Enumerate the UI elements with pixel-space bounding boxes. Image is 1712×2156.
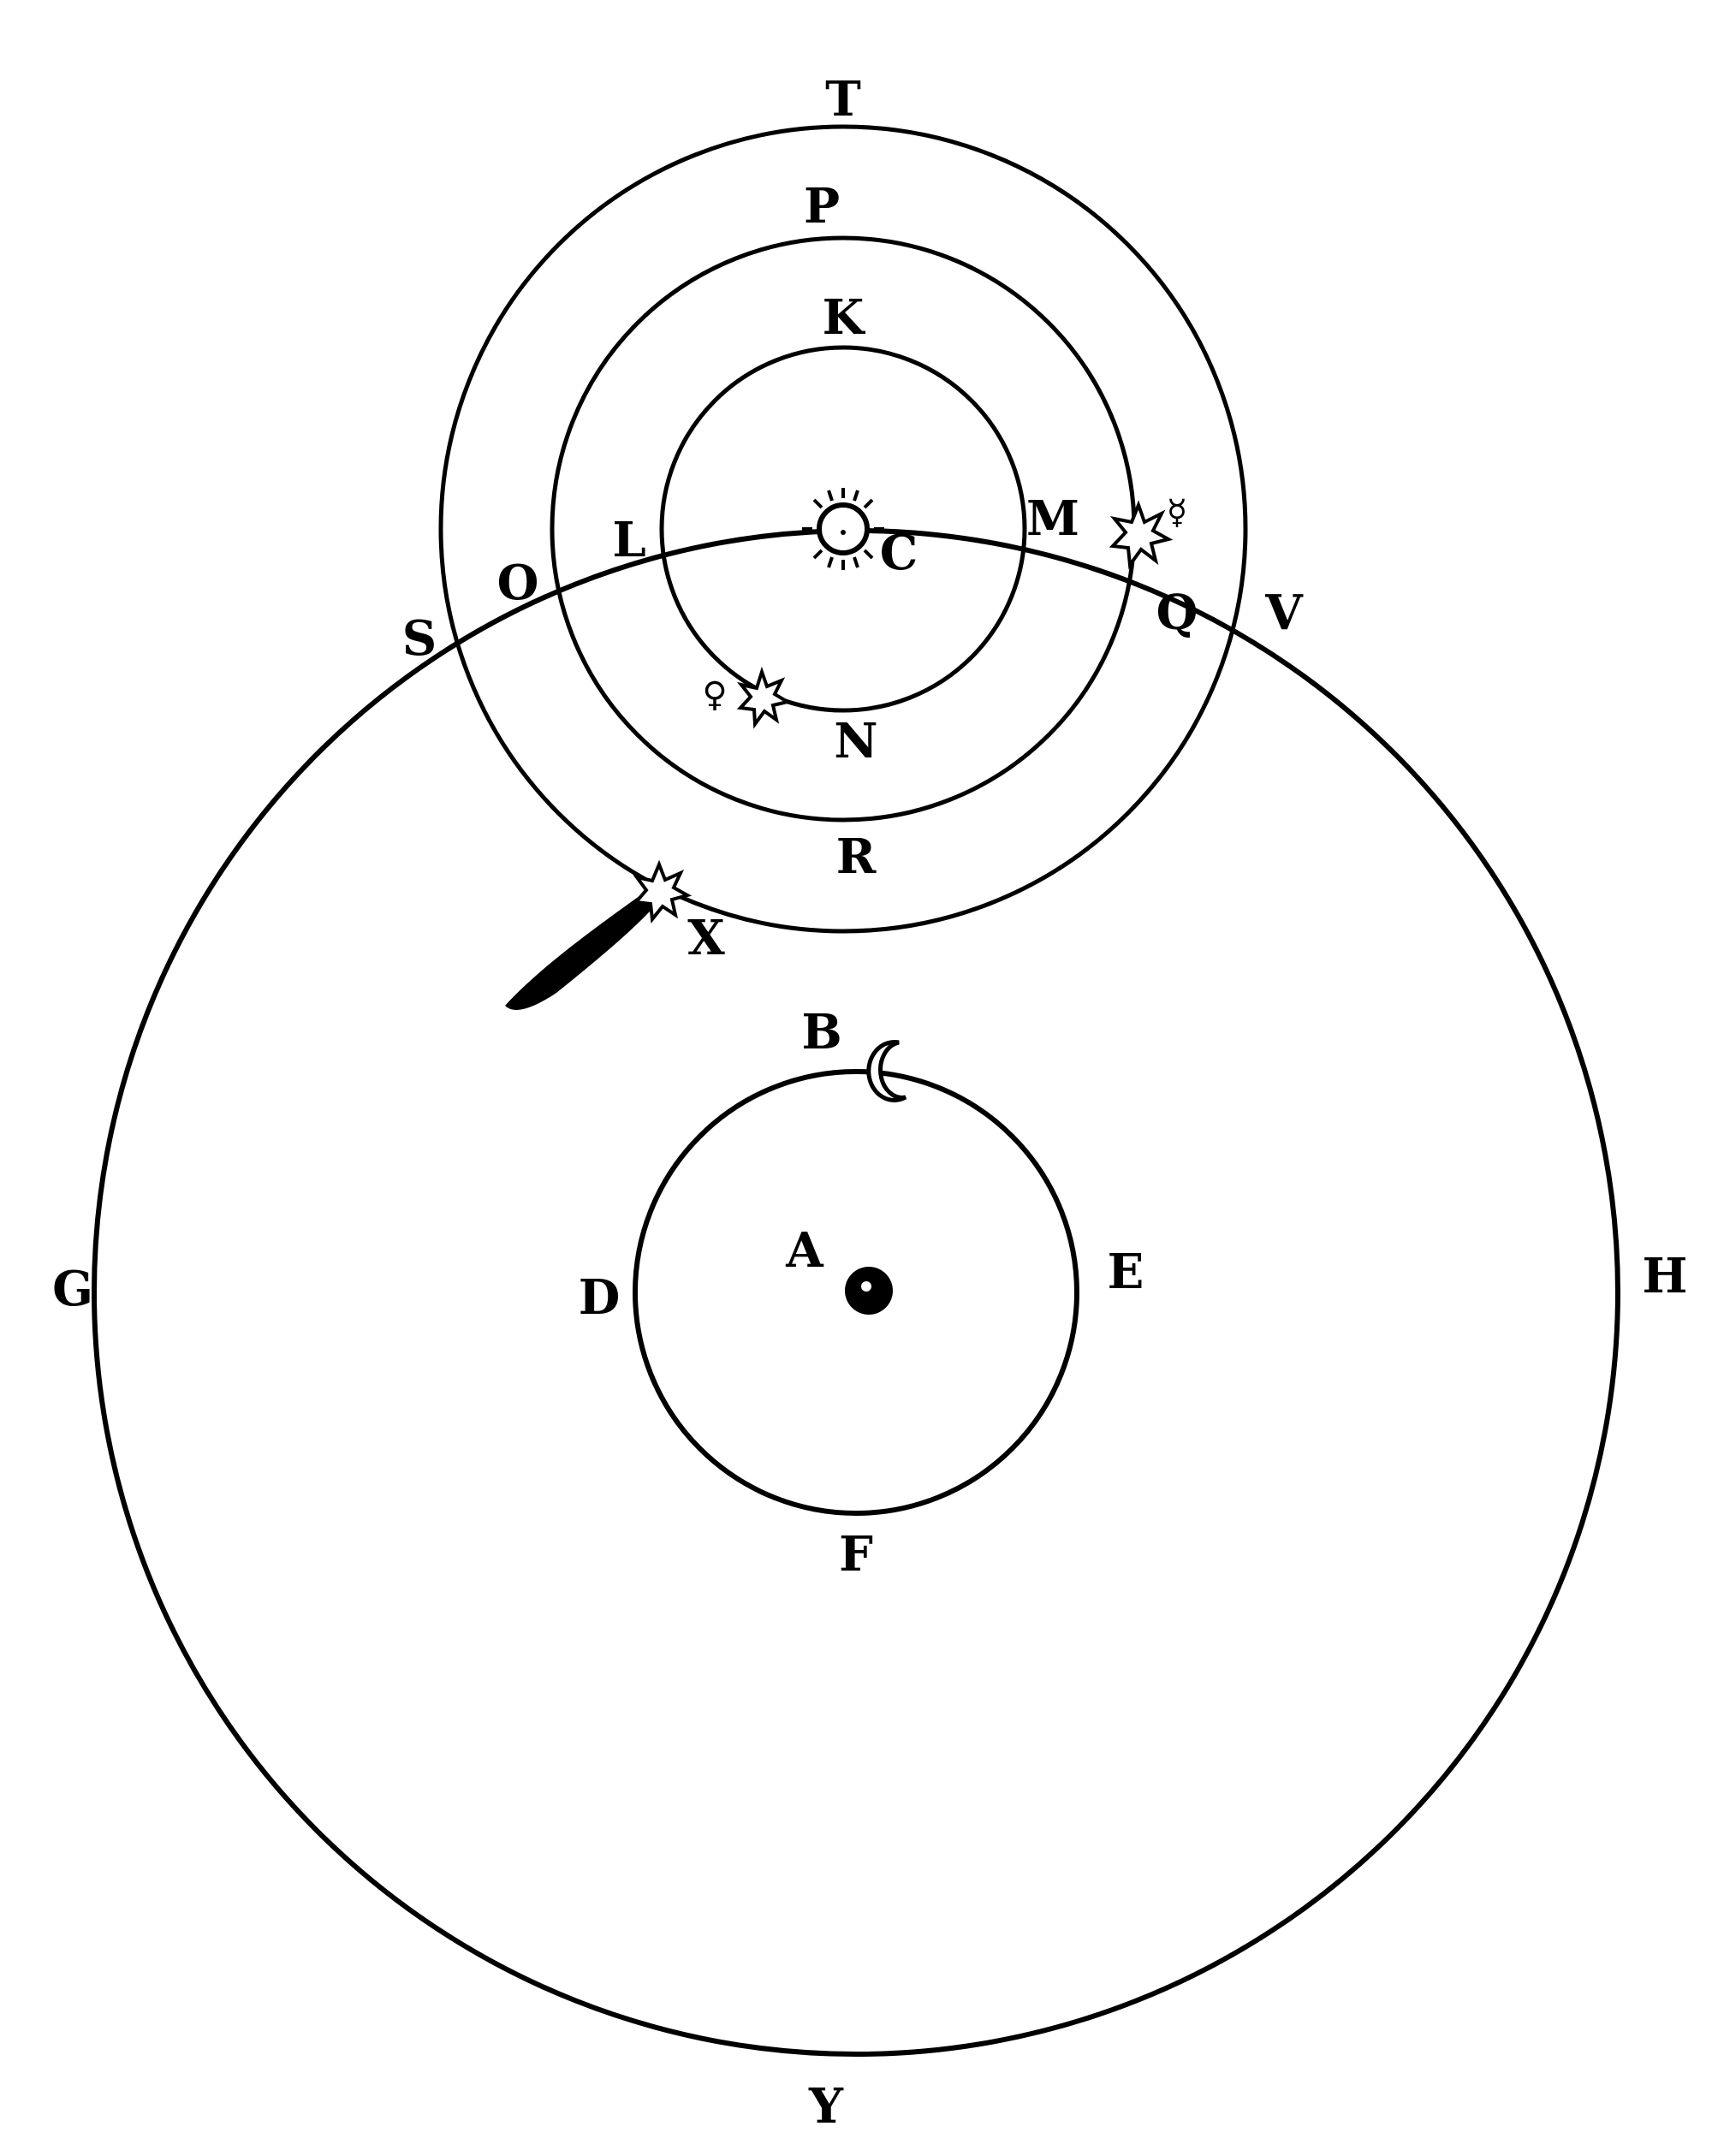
label-X: X	[687, 910, 725, 966]
label-D: D	[579, 1269, 621, 1326]
mercury-icon: ☿	[1109, 493, 1188, 570]
label-L: L	[612, 512, 645, 568]
label-M: M	[1026, 490, 1079, 547]
label-N: N	[834, 713, 877, 769]
label-F: F	[839, 1526, 873, 1583]
earth-icon	[845, 1267, 893, 1315]
inner-orbit-K-circle	[659, 345, 1027, 713]
label-K: K	[823, 289, 866, 346]
label-H: H	[1643, 1248, 1688, 1304]
moon-orbit-circle	[633, 1069, 1079, 1516]
sun-icon	[802, 488, 884, 570]
label-B: B	[801, 1004, 841, 1060]
label-A: A	[785, 1222, 824, 1279]
svg-text:♀: ♀	[702, 675, 727, 715]
label-O: O	[497, 555, 539, 611]
outer-orbit-T-circle	[438, 124, 1248, 934]
svg-text:☿: ☿	[1167, 493, 1188, 532]
comet-icon	[505, 859, 693, 1010]
label-C: C	[880, 525, 918, 581]
label-G: G	[52, 1261, 93, 1317]
label-V: V	[1264, 585, 1304, 641]
label-T: T	[825, 71, 861, 128]
label-P: P	[804, 178, 840, 235]
moon-icon	[866, 1040, 907, 1102]
label-R: R	[836, 829, 877, 885]
label-Q: Q	[1156, 585, 1198, 641]
venus-icon: ♀	[702, 666, 793, 729]
label-S: S	[402, 610, 437, 667]
label-Y: Y	[808, 2078, 844, 2135]
label-E: E	[1108, 1244, 1144, 1300]
